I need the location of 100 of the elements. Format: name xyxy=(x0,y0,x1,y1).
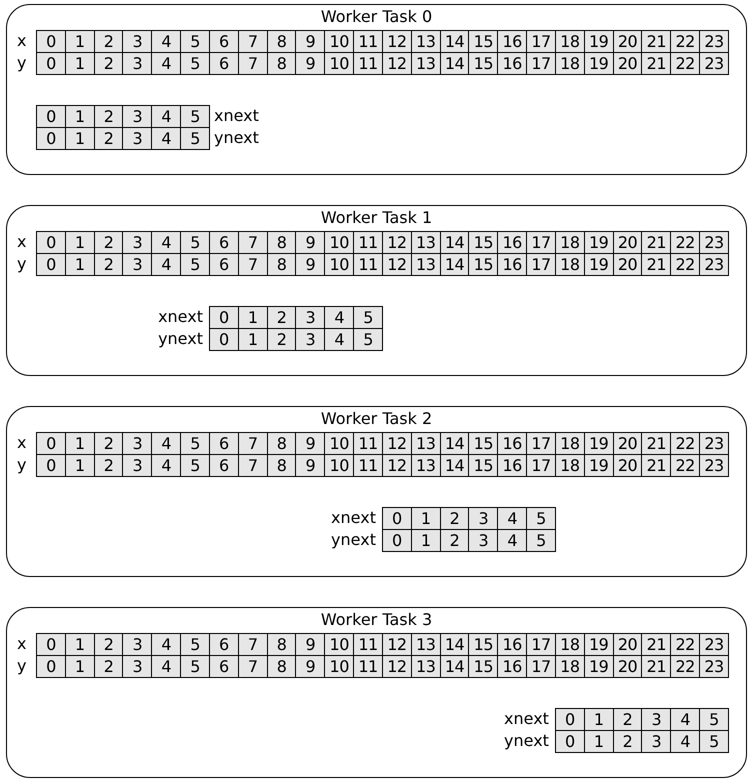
array-cell: 22 xyxy=(670,454,700,477)
array-cell: 4 xyxy=(151,454,182,477)
array-cell: 15 xyxy=(468,655,498,678)
array-cell: 12 xyxy=(382,231,412,254)
array-cell: 11 xyxy=(353,454,383,477)
array-cell: 23 xyxy=(699,655,729,678)
array-cell: 8 xyxy=(266,454,296,477)
array-cell: 4 xyxy=(151,655,182,678)
array-cell: 5 xyxy=(180,432,210,455)
array-cell: 16 xyxy=(497,633,528,656)
array-cell: 10 xyxy=(324,655,354,678)
row-label: y xyxy=(17,253,26,275)
row-label: ynext xyxy=(504,730,549,752)
array-cell: 7 xyxy=(238,454,268,477)
panel-title: Worker Task 3 xyxy=(320,610,434,630)
array-cell: 19 xyxy=(584,655,614,678)
array-cell: 12 xyxy=(382,52,412,75)
row-label: x xyxy=(17,432,26,454)
array-cell: 3 xyxy=(122,432,152,455)
array-cell: 21 xyxy=(641,655,672,678)
array-cell: 10 xyxy=(324,454,354,477)
array-cell: 5 xyxy=(526,507,556,530)
array-cell: 3 xyxy=(295,328,326,351)
array-cell: 5 xyxy=(180,253,210,276)
array-cell: 12 xyxy=(382,30,412,53)
array-cell: 1 xyxy=(64,127,95,150)
array-cell: 10 xyxy=(324,52,354,75)
array-cell: 16 xyxy=(497,432,528,455)
array-cell: 11 xyxy=(353,231,383,254)
task-panel xyxy=(6,4,747,175)
array-cell: 12 xyxy=(382,454,412,477)
array-cell: 21 xyxy=(641,432,672,455)
array-cell: 3 xyxy=(122,105,152,128)
array-cell: 9 xyxy=(295,253,326,276)
array-cell: 7 xyxy=(238,432,268,455)
array-cell: 19 xyxy=(584,633,614,656)
array-cell: 18 xyxy=(554,253,585,276)
array-cell: 18 xyxy=(554,655,585,678)
array-cell: 4 xyxy=(670,708,700,731)
array-cell: 1 xyxy=(64,454,95,477)
array-cell: 15 xyxy=(468,432,498,455)
array-cell: 0 xyxy=(36,30,66,53)
array-cell: 7 xyxy=(238,52,268,75)
array-cell: 6 xyxy=(208,231,239,254)
array-cell: 16 xyxy=(497,231,528,254)
array-cell: 15 xyxy=(468,253,498,276)
array-cell: 5 xyxy=(180,30,210,53)
array-cell: 6 xyxy=(208,52,239,75)
array-cell: 2 xyxy=(94,454,124,477)
array-cell: 1 xyxy=(64,30,95,53)
array-cell: 1 xyxy=(64,105,95,128)
array-cell: 23 xyxy=(699,30,729,53)
array-cell: 23 xyxy=(699,52,729,75)
array-cell: 3 xyxy=(122,633,152,656)
array-cell: 4 xyxy=(497,529,528,552)
array-cell: 2 xyxy=(266,328,296,351)
array-cell: 13 xyxy=(410,231,441,254)
row-label: ynext xyxy=(214,127,259,149)
array-cell: 9 xyxy=(295,655,326,678)
array-cell: 19 xyxy=(584,231,614,254)
array-cell: 0 xyxy=(36,454,66,477)
array-cell: 9 xyxy=(295,231,326,254)
array-cell: 20 xyxy=(612,253,642,276)
array-cell: 0 xyxy=(554,708,585,731)
array-cell: 22 xyxy=(670,253,700,276)
array-cell: 10 xyxy=(324,253,354,276)
array-cell: 5 xyxy=(699,708,729,731)
array-cell: 14 xyxy=(440,253,470,276)
array-cell: 19 xyxy=(584,454,614,477)
array-cell: 13 xyxy=(410,432,441,455)
array-cell: 5 xyxy=(699,730,729,753)
array-cell: 13 xyxy=(410,253,441,276)
array-cell: 6 xyxy=(208,454,239,477)
array-cell: 2 xyxy=(94,52,124,75)
array-cell: 4 xyxy=(151,633,182,656)
array-cell: 0 xyxy=(36,633,66,656)
array-cell: 18 xyxy=(554,52,585,75)
array-cell: 18 xyxy=(554,633,585,656)
array-cell: 9 xyxy=(295,454,326,477)
array-cell: 4 xyxy=(151,432,182,455)
array-cell: 21 xyxy=(641,253,672,276)
array-cell: 22 xyxy=(670,432,700,455)
array-cell: 6 xyxy=(208,30,239,53)
array-cell: 3 xyxy=(641,730,672,753)
array-cell: 11 xyxy=(353,52,383,75)
array-cell: 11 xyxy=(353,655,383,678)
array-cell: 23 xyxy=(699,253,729,276)
array-cell: 17 xyxy=(526,655,556,678)
array-cell: 15 xyxy=(468,633,498,656)
array-cell: 9 xyxy=(295,30,326,53)
array-cell: 9 xyxy=(295,52,326,75)
array-cell: 3 xyxy=(295,306,326,329)
array-cell: 10 xyxy=(324,432,354,455)
array-cell: 5 xyxy=(180,454,210,477)
array-cell: 17 xyxy=(526,454,556,477)
array-cell: 7 xyxy=(238,30,268,53)
array-cell: 1 xyxy=(64,633,95,656)
array-cell: 17 xyxy=(526,253,556,276)
array-cell: 3 xyxy=(122,52,152,75)
array-cell: 13 xyxy=(410,655,441,678)
